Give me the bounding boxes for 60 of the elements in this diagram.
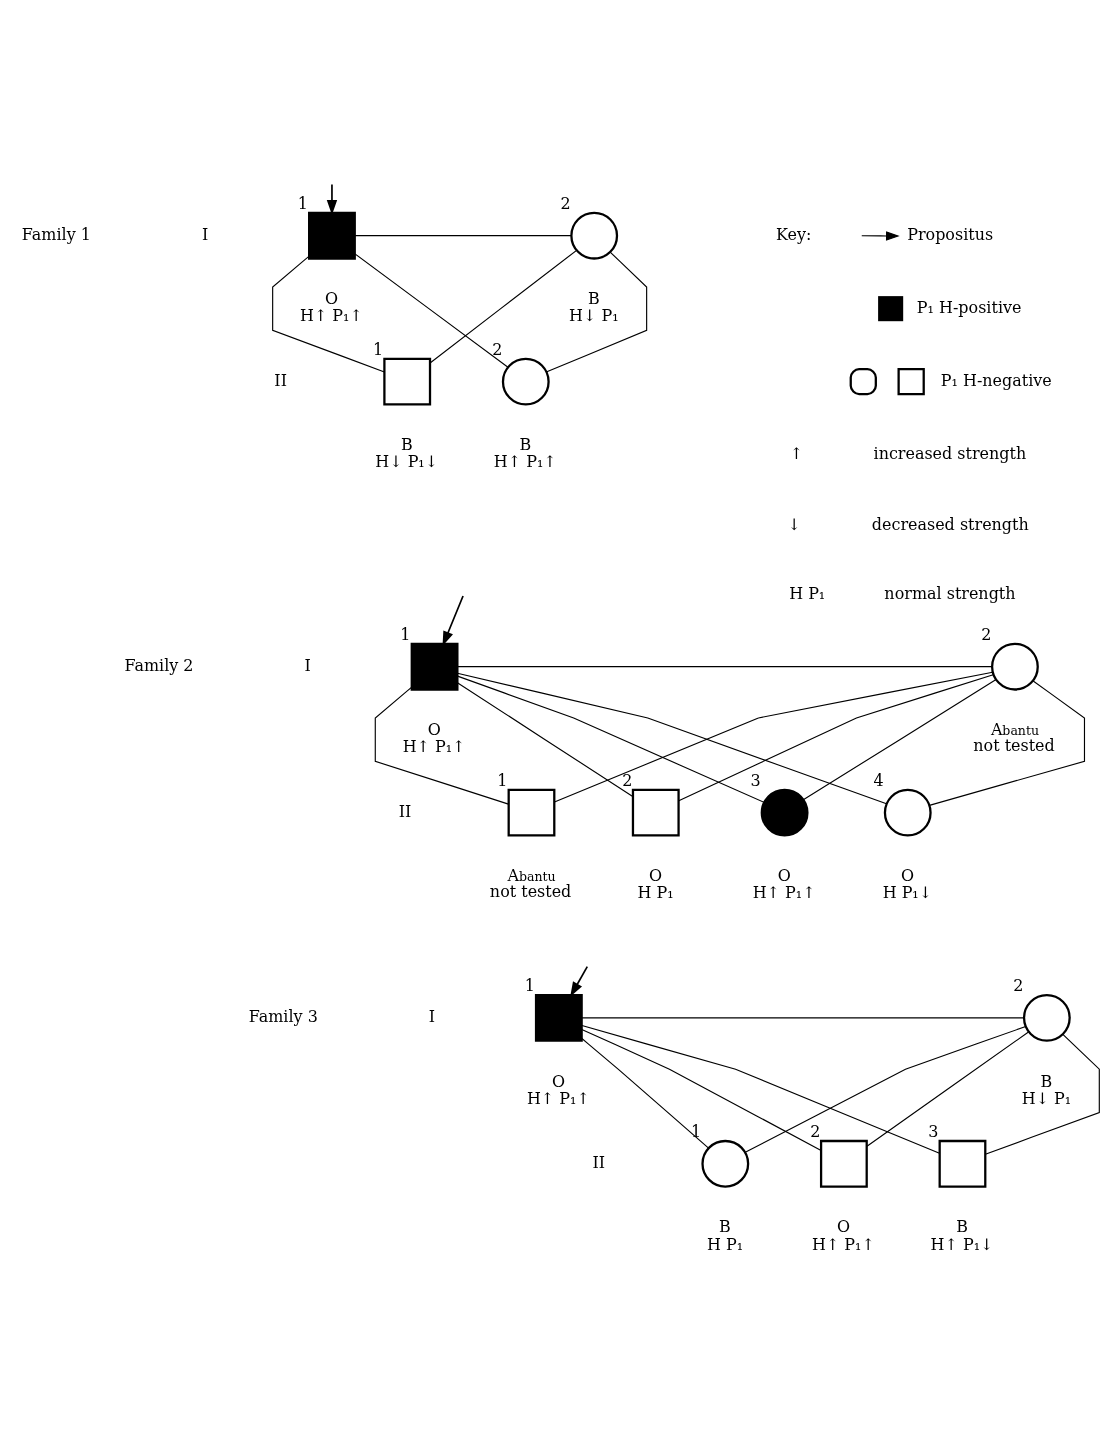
node-label: B <box>1040 1071 1053 1090</box>
label: H P₁ <box>789 583 826 603</box>
node-label: B <box>719 1216 731 1236</box>
node-label: 2 <box>560 193 571 213</box>
label: II <box>398 801 412 821</box>
node-label: O <box>552 1071 566 1090</box>
node-label: O <box>837 1216 851 1236</box>
node-label: 1 <box>691 1121 702 1141</box>
legend-label: P₁ H-positive <box>916 297 1022 317</box>
node-label: 2 <box>492 339 503 358</box>
label: Family 1 <box>21 224 91 244</box>
node-label: H P₁ <box>637 882 674 902</box>
node-label: H↑ P₁↑ <box>526 1088 590 1108</box>
node-label: 3 <box>928 1121 939 1141</box>
label: Family 3 <box>248 1006 318 1026</box>
node-label: 2 <box>622 769 633 789</box>
node-label: H↑ P₁↑ <box>752 882 816 902</box>
node-label: H↓ P₁↓ <box>375 451 439 471</box>
node-label: H↓ P₁ <box>1021 1088 1072 1108</box>
label: Family 2 <box>124 655 194 675</box>
node-label: 4 <box>873 769 884 789</box>
node-label: B <box>956 1216 968 1236</box>
label: I <box>304 655 311 675</box>
legend-label: increased strength <box>873 443 1027 463</box>
label: ↑ <box>789 443 804 463</box>
node-label: 2 <box>1013 975 1024 995</box>
node-label: 1 <box>524 975 535 995</box>
node-label: H↑ P₁↑ <box>402 736 466 756</box>
node-label: O <box>325 288 339 308</box>
node-label: B <box>587 288 600 308</box>
node-label: O <box>427 719 441 739</box>
node-label: H↓ P₁ <box>569 305 619 325</box>
label: I <box>201 224 209 244</box>
node-label: 2 <box>810 1121 821 1141</box>
label: ↓ <box>787 514 801 534</box>
node-label: H↑ P₁↑ <box>493 451 557 471</box>
label: II <box>274 370 287 390</box>
node-label: B <box>519 434 532 454</box>
node-label: H↑ P₁↑ <box>811 1234 875 1254</box>
label: II <box>592 1152 606 1172</box>
label: Key: <box>776 224 812 244</box>
node-label: O <box>777 865 791 885</box>
node-label: H P₁↓ <box>882 882 933 902</box>
node-label: 3 <box>750 769 761 789</box>
node-label: H↑ P₁↑ <box>300 305 363 325</box>
node-label: 1 <box>400 624 411 644</box>
legend-label: P₁ H-negative <box>940 370 1052 390</box>
node-label: H↑ P₁↓ <box>930 1234 994 1254</box>
node-label: B <box>400 434 413 454</box>
node-label: H P₁ <box>707 1234 744 1254</box>
node-label: O <box>900 865 914 885</box>
node-label: 1 <box>373 339 384 358</box>
legend-label: normal strength <box>884 583 1016 603</box>
node-label: 1 <box>297 193 308 213</box>
legend-label: Propositus <box>907 224 994 244</box>
legend-label: decreased strength <box>871 514 1029 534</box>
node-label: 1 <box>497 769 508 789</box>
node-label: O <box>648 865 663 885</box>
node-label: 2 <box>981 624 992 644</box>
label: I <box>428 1006 436 1026</box>
